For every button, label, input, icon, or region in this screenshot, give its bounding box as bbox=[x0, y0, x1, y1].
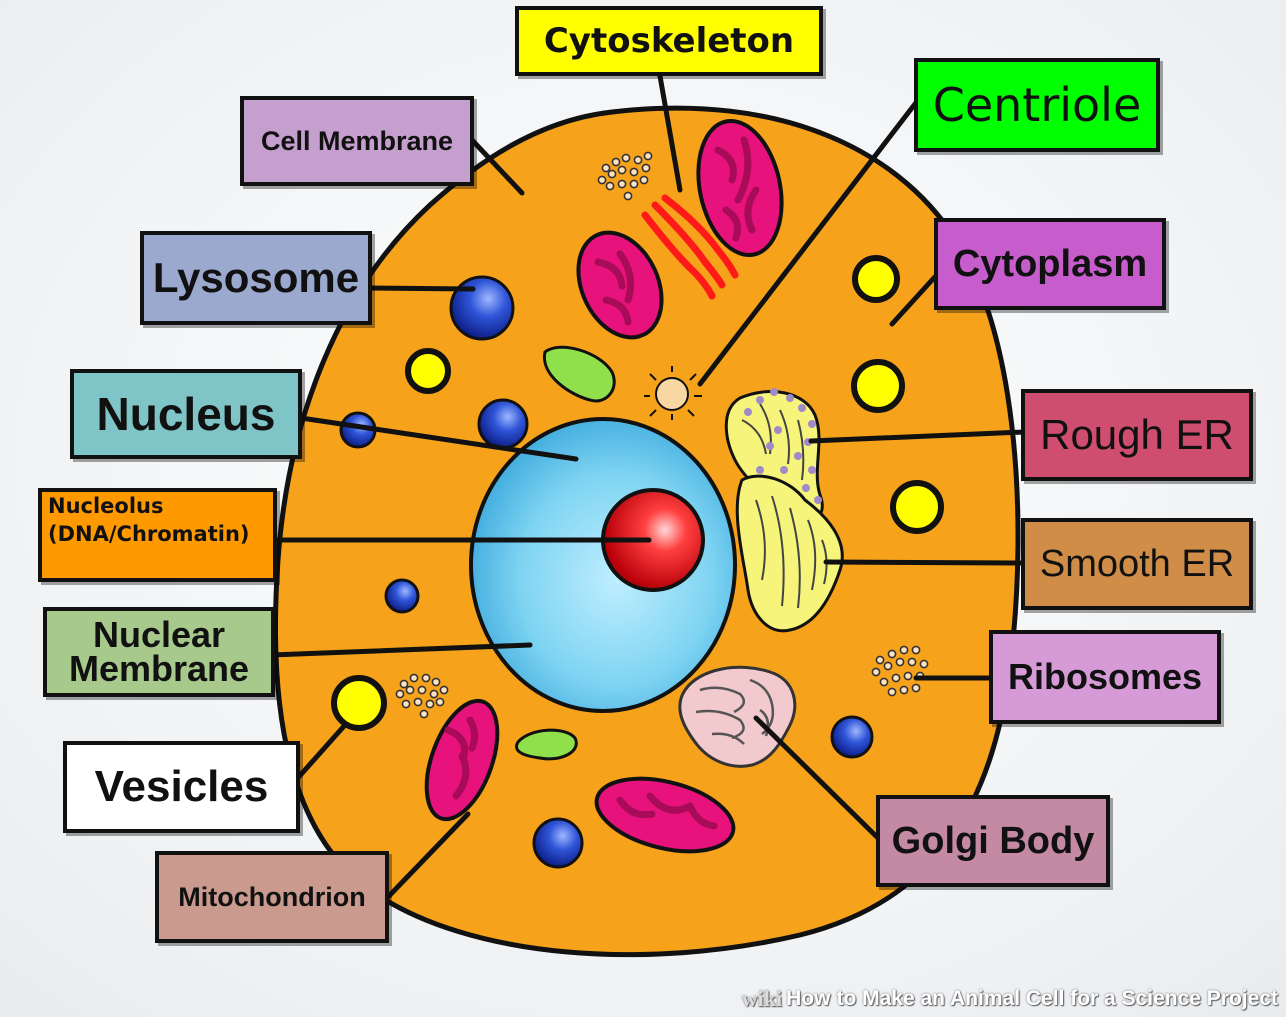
rough-er-label: Rough ER bbox=[1021, 389, 1253, 481]
watermark-text: to Make an Animal Cell for a Science Pro… bbox=[836, 987, 1278, 1011]
cell-membrane-label: Cell Membrane bbox=[240, 96, 474, 186]
nucleolus-label: Nucleolus (DNA/Chromatin) bbox=[38, 488, 277, 582]
nuclear-membrane-label: Nuclear Membrane bbox=[43, 607, 275, 697]
lysosome-label: Lysosome bbox=[140, 231, 372, 325]
watermark-wiki: wiki bbox=[742, 986, 782, 1012]
nucleolus-label-line2: (DNA/Chromatin) bbox=[48, 520, 250, 548]
golgi-body-label: Golgi Body bbox=[876, 795, 1110, 887]
mitochondrion-label: Mitochondrion bbox=[155, 851, 389, 943]
nuclear-membrane-label-line2: Membrane bbox=[69, 652, 249, 686]
nuclear-membrane-label-line1: Nuclear bbox=[93, 618, 225, 652]
ribosomes-label: Ribosomes bbox=[989, 630, 1221, 724]
watermark-how: How bbox=[786, 987, 830, 1011]
nucleolus-label-line1: Nucleolus bbox=[48, 492, 164, 520]
vesicles-label: Vesicles bbox=[63, 741, 300, 833]
smooth-er-label: Smooth ER bbox=[1021, 518, 1253, 610]
cytoplasm-label: Cytoplasm bbox=[934, 218, 1166, 310]
nucleus-label: Nucleus bbox=[70, 369, 302, 459]
cytoskeleton-label: Cytoskeleton bbox=[515, 6, 823, 76]
centriole-label: Centriole bbox=[914, 58, 1160, 152]
wikihow-watermark: wiki How to Make an Animal Cell for a Sc… bbox=[742, 984, 1278, 1014]
